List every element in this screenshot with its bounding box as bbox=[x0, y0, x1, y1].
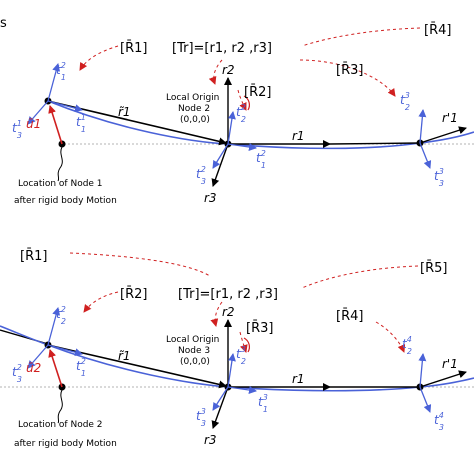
svg-text:t23: t23 bbox=[196, 165, 206, 186]
callout-R1-bottom bbox=[69, 252, 211, 277]
t2-vector-node4-bottom bbox=[418, 353, 427, 388]
u2-label: ū2 bbox=[26, 361, 41, 375]
t3-vector-node1-top bbox=[27, 100, 49, 125]
leader-squiggle-top bbox=[57, 146, 63, 182]
r3-label-bottom: r3 bbox=[204, 433, 217, 447]
callout-R2-bottom bbox=[83, 291, 119, 313]
t2-vector-node2-top bbox=[227, 111, 236, 145]
local-origin-line2-top: Node 2 bbox=[178, 104, 210, 114]
r1-chord-continue-top bbox=[329, 142, 421, 145]
svg-text:t13: t13 bbox=[12, 119, 22, 140]
t2-vector-node3-bottom bbox=[227, 353, 236, 388]
callout-R5-bottom bbox=[301, 265, 419, 289]
t1-vector-node2-top bbox=[227, 143, 257, 151]
r-prime-arrow-top bbox=[419, 126, 467, 144]
local-origin-line3-top: (0,0,0) bbox=[180, 115, 210, 125]
R4-label-bottom: [R̄4] bbox=[336, 309, 363, 324]
node-location-line2-top: after rigid body Motion bbox=[14, 196, 117, 206]
t3-vector-node3-top bbox=[419, 142, 432, 169]
local-origin-line2-bottom: Node 3 bbox=[178, 346, 210, 356]
rotation-arc-bottom bbox=[243, 337, 250, 353]
R4-label-top: [R̄4] bbox=[424, 23, 451, 38]
t3-vector-node3-bottom bbox=[212, 386, 229, 411]
R3-label-bottom: [R̄3] bbox=[246, 321, 273, 336]
node-location-line1-top: Location of Node 1 bbox=[18, 179, 103, 189]
rotation-arc-top bbox=[243, 95, 250, 111]
corner-letter: s bbox=[0, 16, 7, 31]
svg-text:t43: t43 bbox=[434, 411, 444, 432]
t2-vector-node1-top bbox=[47, 63, 61, 102]
callout-R2-top bbox=[237, 89, 247, 111]
deformed-beam-top bbox=[47, 100, 474, 150]
callout-R4-bottom bbox=[375, 321, 406, 353]
r2-label-bottom: r2 bbox=[222, 305, 235, 319]
r2-label-top: r2 bbox=[222, 63, 235, 77]
r-tilde-label-bottom: r̃1 bbox=[118, 349, 131, 363]
t1-vector-node3-bottom bbox=[227, 386, 257, 394]
R2-label-bottom: [R̄2] bbox=[120, 287, 147, 302]
Tr-label-bottom: [Tr]=[r1, r2 ,r3] bbox=[178, 287, 278, 302]
svg-text:t32: t32 bbox=[236, 345, 246, 366]
local-origin-line1-bottom: Local Origin bbox=[166, 335, 219, 345]
node-location-line1-bottom: Location of Node 2 bbox=[18, 420, 103, 430]
R2-label-top: [R̄2] bbox=[244, 85, 271, 100]
callout-R3-top bbox=[299, 59, 396, 97]
svg-text:t33: t33 bbox=[434, 167, 444, 188]
r-prime-label-top: r'1 bbox=[442, 111, 458, 125]
R1-label-top: [R̄1] bbox=[120, 41, 147, 56]
R5-label-bottom: [R̄5] bbox=[420, 261, 447, 276]
Tr-label-top: [Tr]=[r1, r2 ,r3] bbox=[172, 41, 272, 56]
svg-text:t11: t11 bbox=[76, 113, 86, 134]
panel-bottom: [R̄1] [R̄2] [Tr]=[r1, r2 ,r3] [R̄5] [R̄4… bbox=[0, 249, 474, 449]
callout-R3-bottom bbox=[239, 331, 248, 353]
r3-axis-top bbox=[211, 143, 229, 187]
svg-text:t23: t23 bbox=[12, 363, 22, 384]
t1-vector-node2-bottom bbox=[47, 344, 83, 357]
u1-label: ū1 bbox=[26, 117, 41, 131]
svg-text:t32: t32 bbox=[400, 91, 410, 112]
t2-vector-node3-top bbox=[418, 109, 427, 144]
r-prime-label-bottom: r'1 bbox=[442, 357, 458, 371]
r3-axis-bottom bbox=[211, 386, 229, 429]
t1-vector-node1-top bbox=[47, 100, 83, 113]
panel-top: s bbox=[0, 16, 474, 206]
r1-label-bottom: r1 bbox=[292, 372, 305, 386]
svg-text:t33: t33 bbox=[196, 407, 206, 428]
callout-Tr-bottom bbox=[210, 301, 223, 327]
t3-vector-node4-bottom bbox=[419, 386, 432, 413]
r1-label-top: r1 bbox=[292, 129, 305, 143]
svg-text:t42: t42 bbox=[402, 335, 412, 356]
svg-text:t21: t21 bbox=[76, 357, 86, 378]
local-origin-line3-bottom: (0,0,0) bbox=[180, 357, 210, 367]
svg-text:t21: t21 bbox=[56, 61, 66, 82]
svg-text:t31: t31 bbox=[258, 393, 268, 414]
local-origin-line1-top: Local Origin bbox=[166, 93, 219, 103]
callout-Tr-top bbox=[208, 59, 223, 85]
svg-text:t22: t22 bbox=[56, 305, 66, 326]
leader-squiggle-bottom bbox=[57, 389, 63, 424]
callout-R4-top bbox=[301, 27, 421, 47]
t3-vector-node2-top bbox=[212, 143, 229, 169]
callout-R1-top bbox=[79, 45, 119, 71]
node-location-line2-bottom: after rigid body Motion bbox=[14, 439, 117, 449]
r-tilde-label-top: r̃1 bbox=[118, 105, 131, 119]
t2-vector-node2-bottom bbox=[47, 307, 61, 346]
r-prime-arrow-bottom bbox=[419, 370, 467, 388]
svg-text:t22: t22 bbox=[236, 103, 246, 124]
svg-text:t21: t21 bbox=[256, 149, 266, 170]
t3-vector-node2-bottom bbox=[27, 344, 49, 369]
r3-label-top: r3 bbox=[204, 191, 217, 205]
displacement-u2-arrow bbox=[48, 349, 63, 388]
displacement-u1-arrow bbox=[48, 105, 63, 145]
R1-label-bottom: [R̄1] bbox=[20, 249, 47, 264]
R3-label-top: [R̄3] bbox=[336, 63, 363, 78]
